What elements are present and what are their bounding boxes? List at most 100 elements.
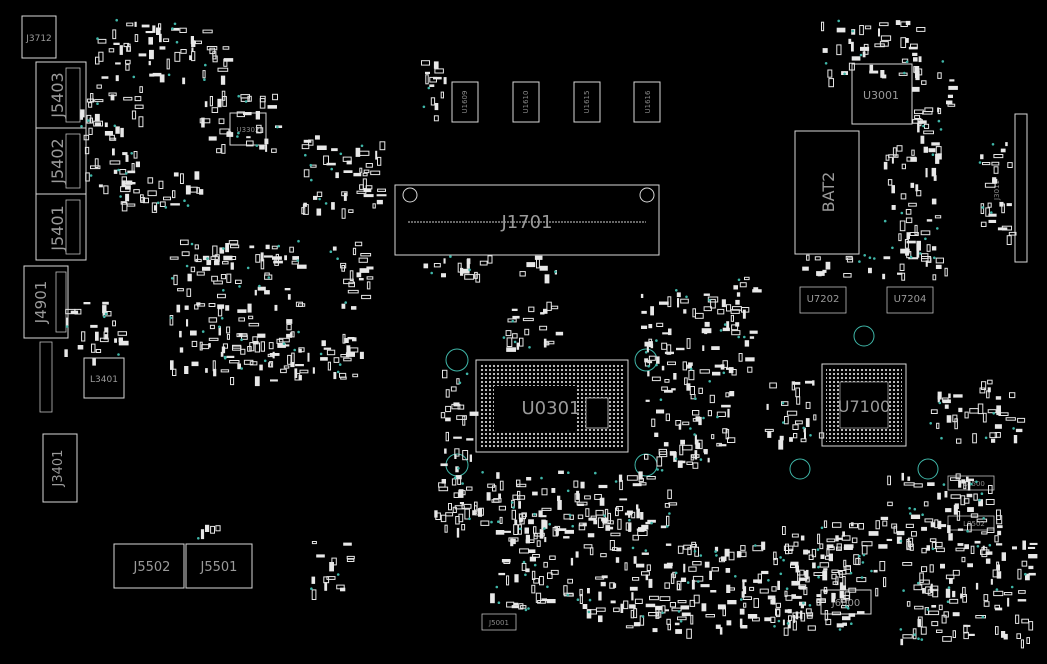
- connector-j1701[interactable]: J1701: [394, 184, 660, 256]
- smd-part: [990, 578, 993, 585]
- smd-part: [736, 292, 741, 297]
- smd-part: [640, 293, 644, 298]
- connector-j3401[interactable]: J3401: [42, 433, 78, 503]
- smd-part: [458, 489, 464, 498]
- smd-part: [995, 396, 1002, 400]
- smd-part: [996, 564, 1000, 571]
- memory-chip-u1616[interactable]: U1616: [633, 81, 661, 123]
- chip-u3001[interactable]: U3001: [851, 63, 913, 125]
- via: [975, 480, 978, 484]
- via: [666, 525, 669, 528]
- smd-part: [223, 255, 233, 261]
- via: [693, 433, 696, 436]
- connector-j5403[interactable]: J5403: [35, 61, 87, 129]
- smd-part: [664, 351, 674, 355]
- smd-part: [248, 322, 260, 327]
- chip-u7100[interactable]: U7100: [789, 325, 939, 480]
- smd-part: [764, 428, 774, 432]
- smd-part: [131, 110, 137, 120]
- smd-part: [283, 344, 290, 347]
- connector-j3011[interactable]: J3011: [993, 113, 1028, 263]
- smd-part: [205, 368, 208, 373]
- smd-part: [725, 392, 730, 398]
- chip-u7204[interactable]: U7204: [886, 286, 934, 314]
- smd-part: [718, 444, 727, 447]
- smd-part: [466, 259, 470, 269]
- smd-part: [65, 308, 76, 315]
- smd-part: [730, 314, 734, 322]
- smd-part: [331, 148, 338, 152]
- smd-part: [109, 134, 115, 141]
- connector-j5502[interactable]: J5502: [113, 543, 185, 589]
- smd-part: [209, 47, 216, 55]
- smd-part: [433, 76, 442, 80]
- smd-part: [556, 528, 567, 531]
- via: [324, 202, 328, 205]
- smd-part: [617, 518, 622, 530]
- memory-chip-u1610[interactable]: U1610: [512, 81, 540, 123]
- smd-part: [727, 600, 737, 605]
- smd-part: [469, 411, 479, 416]
- smd-part: [667, 361, 676, 366]
- inductor-l8500[interactable]: L8500: [947, 475, 995, 491]
- smd-part: [656, 456, 663, 467]
- smd-part: [775, 602, 782, 608]
- via: [236, 135, 239, 138]
- smd-part: [628, 523, 632, 532]
- smd-part: [840, 598, 847, 603]
- smd-part: [589, 547, 594, 556]
- smd-part: [191, 40, 196, 47]
- smd-part: [851, 56, 861, 61]
- smd-part: [747, 614, 758, 619]
- connector-j5402[interactable]: J5402: [35, 127, 87, 195]
- smd-part: [230, 262, 234, 270]
- smd-part: [259, 145, 265, 150]
- smd-part: [848, 613, 856, 617]
- smd-part: [595, 576, 605, 580]
- via: [240, 338, 243, 342]
- smd-part: [957, 528, 964, 531]
- smd-part: [620, 603, 624, 613]
- smd-part: [704, 321, 710, 327]
- smd-part: [841, 535, 851, 541]
- smd-part: [457, 262, 462, 273]
- smd-part: [683, 544, 691, 550]
- chip-u7202[interactable]: U7202: [799, 286, 847, 314]
- via: [868, 256, 872, 260]
- battery-bat2[interactable]: BAT2: [794, 130, 860, 255]
- cpu-u0301[interactable]: U0301: [445, 348, 658, 477]
- smd-part: [726, 584, 731, 593]
- smd-part: [966, 478, 974, 481]
- smd-part: [433, 115, 439, 122]
- connector-j3712[interactable]: J3712: [21, 15, 57, 59]
- connector-j5501[interactable]: J5501: [185, 543, 253, 589]
- smd-part: [886, 538, 893, 541]
- smd-part: [547, 572, 553, 580]
- smd-part: [749, 586, 755, 591]
- memory-chip-u1609[interactable]: U1609: [451, 81, 479, 123]
- smd-part: [873, 569, 878, 573]
- inductor-l3401[interactable]: L3401: [83, 357, 125, 399]
- smd-part: [95, 56, 100, 65]
- memory-chip-u1615[interactable]: U1615: [573, 81, 601, 123]
- smd-part: [254, 289, 257, 296]
- smd-part: [934, 215, 942, 219]
- smd-part: [892, 147, 897, 157]
- smd-part: [226, 273, 232, 283]
- smd-part: [200, 529, 205, 540]
- smd-part: [992, 569, 998, 578]
- smd-part: [781, 401, 789, 406]
- smd-part: [991, 438, 996, 443]
- smd-part: [347, 289, 359, 294]
- smd-part: [630, 609, 635, 619]
- smd-part: [316, 191, 323, 198]
- via: [674, 571, 678, 575]
- smd-part: [843, 566, 851, 570]
- smd-part: [738, 353, 743, 362]
- smd-part: [539, 576, 544, 586]
- connector-j4901[interactable]: J4901: [23, 265, 69, 339]
- smd-part: [942, 399, 951, 404]
- smd-part: [329, 562, 334, 572]
- connector-j5001[interactable]: J5001: [481, 613, 517, 631]
- connector-j5401[interactable]: J5401: [35, 193, 87, 261]
